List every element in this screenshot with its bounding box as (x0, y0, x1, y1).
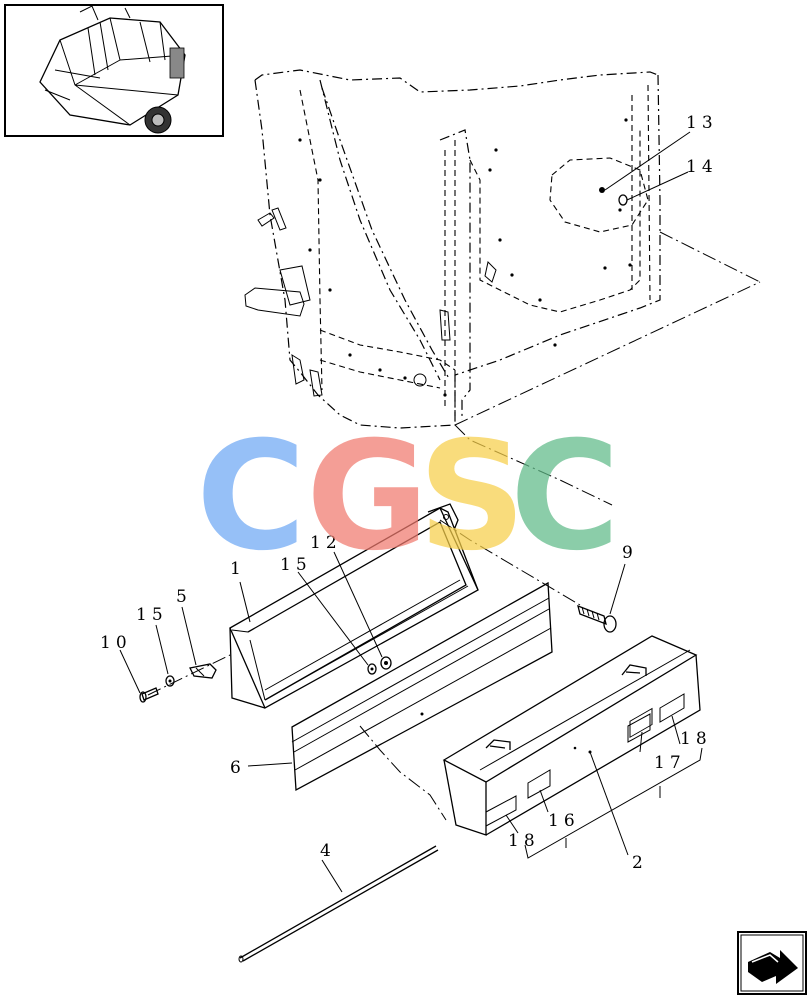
callout-14: 14 (686, 157, 718, 177)
callout-16: 16 (548, 811, 580, 831)
watermark-letter-c1: C (196, 410, 306, 584)
callout-5: 5 (176, 587, 192, 607)
callout-6: 6 (230, 758, 246, 778)
callout-12: 12 (310, 533, 342, 553)
callout-18-right: 18 (680, 729, 712, 749)
baler-frame-reference (244, 69, 661, 429)
cgsc-watermark: C G S C (196, 410, 620, 584)
callout-15-lower: 15 (136, 605, 168, 625)
watermark-letter-c2: C (510, 410, 620, 584)
callout-4: 4 (320, 841, 336, 861)
callout-leaders (119, 131, 703, 893)
bolt-part-9 (577, 604, 617, 633)
callout-13: 13 (686, 113, 718, 133)
assembly-centerlines (147, 231, 761, 821)
callout-1: 1 (230, 559, 246, 579)
tray-part-1 (229, 503, 479, 709)
nut-and-washer (367, 187, 628, 675)
callout-9: 9 (622, 543, 638, 563)
rod-part-4 (238, 845, 439, 963)
callout-15-upper: 15 (280, 555, 312, 575)
fastener-group (139, 663, 217, 703)
callout-10: 10 (100, 633, 132, 653)
watermark-letter-g: G (306, 410, 429, 584)
callout-labels: 13 14 1 12 15 9 5 15 10 6 4 2 18 16 17 1… (100, 113, 718, 873)
callout-2: 2 (632, 853, 648, 873)
next-page-arrow-icon[interactable] (737, 931, 807, 995)
plate-part-6 (291, 581, 553, 792)
watermark-letter-s: S (418, 410, 526, 584)
cover-part-2 (442, 635, 701, 836)
callout-18-left: 18 (508, 831, 540, 851)
callout-17: 17 (654, 753, 686, 773)
machine-thumbnail (4, 4, 224, 137)
